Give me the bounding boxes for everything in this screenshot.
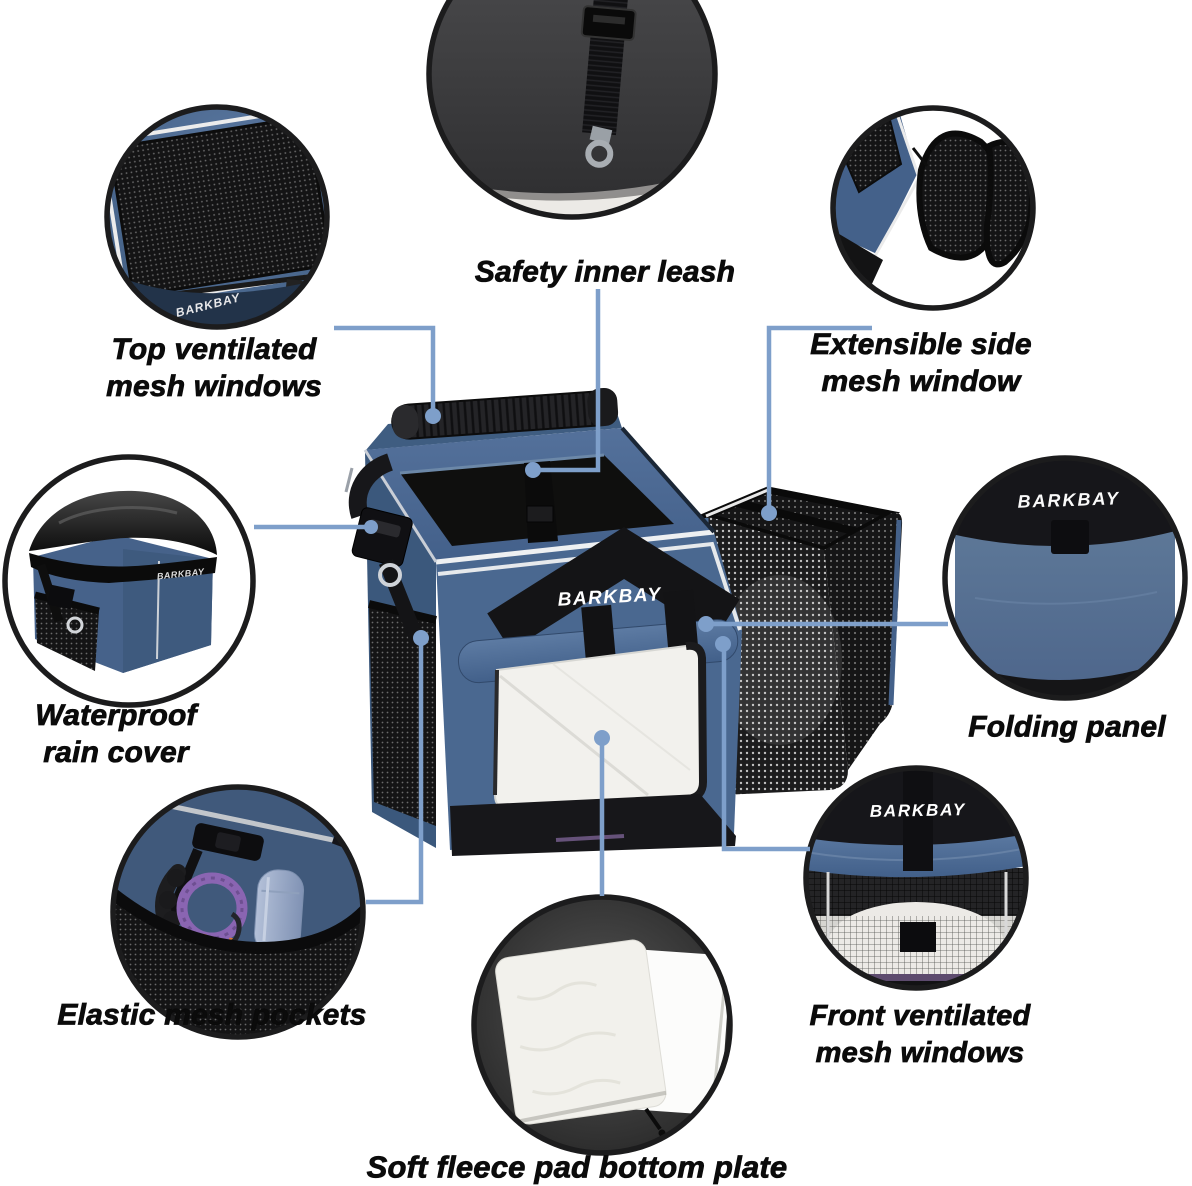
bottom-base <box>450 794 736 856</box>
connector-extensible-mesh <box>766 325 872 510</box>
circle-ring <box>110 784 366 1040</box>
callout-circle-elastic-pockets <box>110 784 366 1040</box>
inner-leash-buckle <box>526 505 554 523</box>
callout-connectors <box>254 289 948 905</box>
d-ring <box>378 563 402 587</box>
label-front-mesh: Front ventilated mesh windows <box>809 998 1031 1072</box>
frame-bar <box>169 803 334 843</box>
front-window <box>493 641 708 810</box>
circle-ring <box>104 104 330 330</box>
fleece-pad <box>495 939 667 1125</box>
label-line: Top ventilated <box>111 333 317 367</box>
callout-circle-folding-panel: BARKBAY <box>942 455 1188 701</box>
label-line: Safety inner leash <box>474 255 736 289</box>
dot-rain-cover <box>364 520 378 534</box>
label-safety-leash: Safety inner leash <box>474 254 736 291</box>
circle-ring <box>471 894 733 1156</box>
label-extensible-mesh: Extensible side mesh window <box>810 326 1032 400</box>
center-strap <box>903 768 933 871</box>
label-line: rain cover <box>43 736 189 770</box>
callout-circle-safety-leash <box>426 0 718 220</box>
inner-leash <box>580 0 637 168</box>
label-top-mesh: Top ventilated mesh windows <box>106 331 322 405</box>
dot-elastic-pockets <box>413 630 429 646</box>
connector-top-mesh <box>334 325 436 412</box>
connector-front-mesh <box>721 648 810 852</box>
circle-ring <box>426 0 718 220</box>
circle-ring <box>803 765 1029 991</box>
carrier-product-photo: BARKBAY <box>344 387 903 856</box>
rolled-top-cover <box>391 387 619 440</box>
label-line: Front ventilated <box>809 1000 1031 1033</box>
circle-ring <box>2 454 256 708</box>
callout-circle-extensible-mesh <box>830 105 1036 311</box>
zipper-pull <box>344 467 354 493</box>
label-rain-cover: Waterproof rain cover <box>35 697 197 771</box>
circle-ring <box>830 105 1036 311</box>
dot-safety-leash <box>525 462 541 478</box>
dot-front-mesh <box>715 636 731 652</box>
callout-circle-fleece-pad <box>471 894 733 1156</box>
brand-logo-folding-circle: BARKBAY <box>1017 488 1120 512</box>
top-lid <box>363 426 716 565</box>
brand-logo-front-circle: BARKBAY <box>870 800 967 821</box>
dot-extensible-mesh <box>761 505 777 521</box>
connector-safety-leash <box>537 289 601 473</box>
label-line: Elastic mesh pockets <box>57 998 367 1032</box>
label-fleece-pad: Soft fleece pad bottom plate <box>366 1149 788 1186</box>
label-elastic-pockets: Elastic mesh pockets <box>57 997 367 1034</box>
label-line: Extensible side <box>810 328 1032 362</box>
velcro-tab <box>1051 520 1089 554</box>
dot-top-mesh <box>425 408 441 424</box>
elastic-mesh-pocket <box>113 892 363 1037</box>
dot-fleece-pad <box>594 730 610 746</box>
connector-elastic-pockets <box>366 642 424 905</box>
label-line: mesh windows <box>815 1037 1025 1070</box>
label-line: Soft fleece pad bottom plate <box>366 1149 788 1185</box>
callout-circle-rain-cover: BARKBAY <box>2 454 256 708</box>
callout-dots <box>364 408 777 746</box>
buckle-clip <box>192 823 264 861</box>
label-line: Waterproof <box>35 699 197 733</box>
label-folding-panel: Folding panel <box>968 709 1166 746</box>
callout-circle-front-mesh: BARKBAY <box>803 765 1029 991</box>
callout-circle-top-mesh: BARKBAY <box>104 104 330 330</box>
label-line: mesh window <box>821 365 1021 399</box>
label-line: mesh windows <box>106 370 322 404</box>
label-line: Folding panel <box>968 710 1166 744</box>
water-bottle <box>253 869 305 955</box>
dot-folding-panel <box>698 616 714 632</box>
circle-ring <box>942 455 1188 701</box>
rain-cover-tarp <box>29 490 217 583</box>
leash-clip <box>589 125 613 144</box>
velcro-tab <box>900 922 936 952</box>
